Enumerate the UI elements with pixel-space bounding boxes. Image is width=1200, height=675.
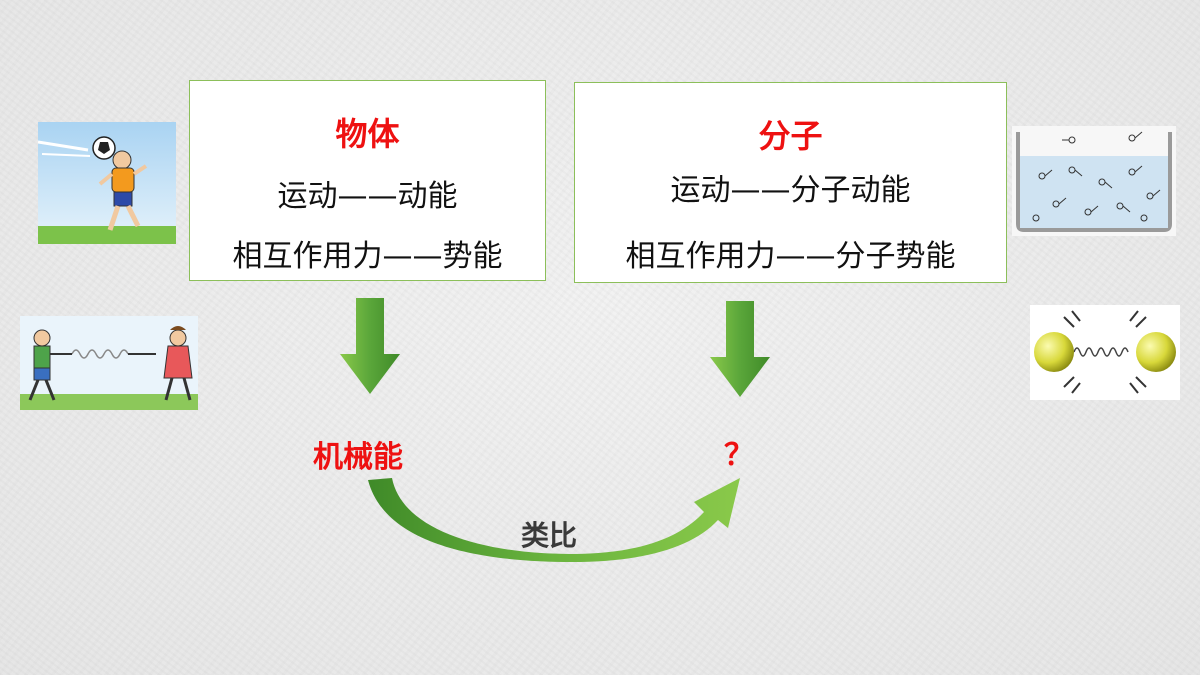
object-interaction-potential-line: 相互作用力——势能 <box>232 239 503 274</box>
analogy-label: 类比 <box>521 519 578 552</box>
analogy-curved-arrow-icon <box>368 478 740 562</box>
left-down-arrow-icon <box>340 298 400 394</box>
object-motion-kinetic-line: 运动——动能 <box>277 179 458 214</box>
molecules-in-water-image <box>1012 126 1176 236</box>
molecule-title: 分子 <box>758 117 823 155</box>
unknown-energy-label: ？ <box>724 438 754 473</box>
molecule-motion-kinetic-line: 运动——分子动能 <box>670 173 911 208</box>
object-title: 物体 <box>335 115 400 153</box>
object-energy-box: 物体 运动——动能 相互作用力——势能 <box>189 80 546 281</box>
mechanical-energy-label: 机械能 <box>313 440 403 475</box>
molecule-spring-model-image <box>1030 305 1180 400</box>
molecule-interaction-potential-line: 相互作用力——分子势能 <box>625 239 956 274</box>
molecule-energy-box: 分子 运动——分子动能 相互作用力——分子势能 <box>574 82 1007 283</box>
right-down-arrow-icon <box>710 301 770 397</box>
tug-of-war-spring-image <box>20 316 198 410</box>
soccer-player-image <box>38 122 176 244</box>
